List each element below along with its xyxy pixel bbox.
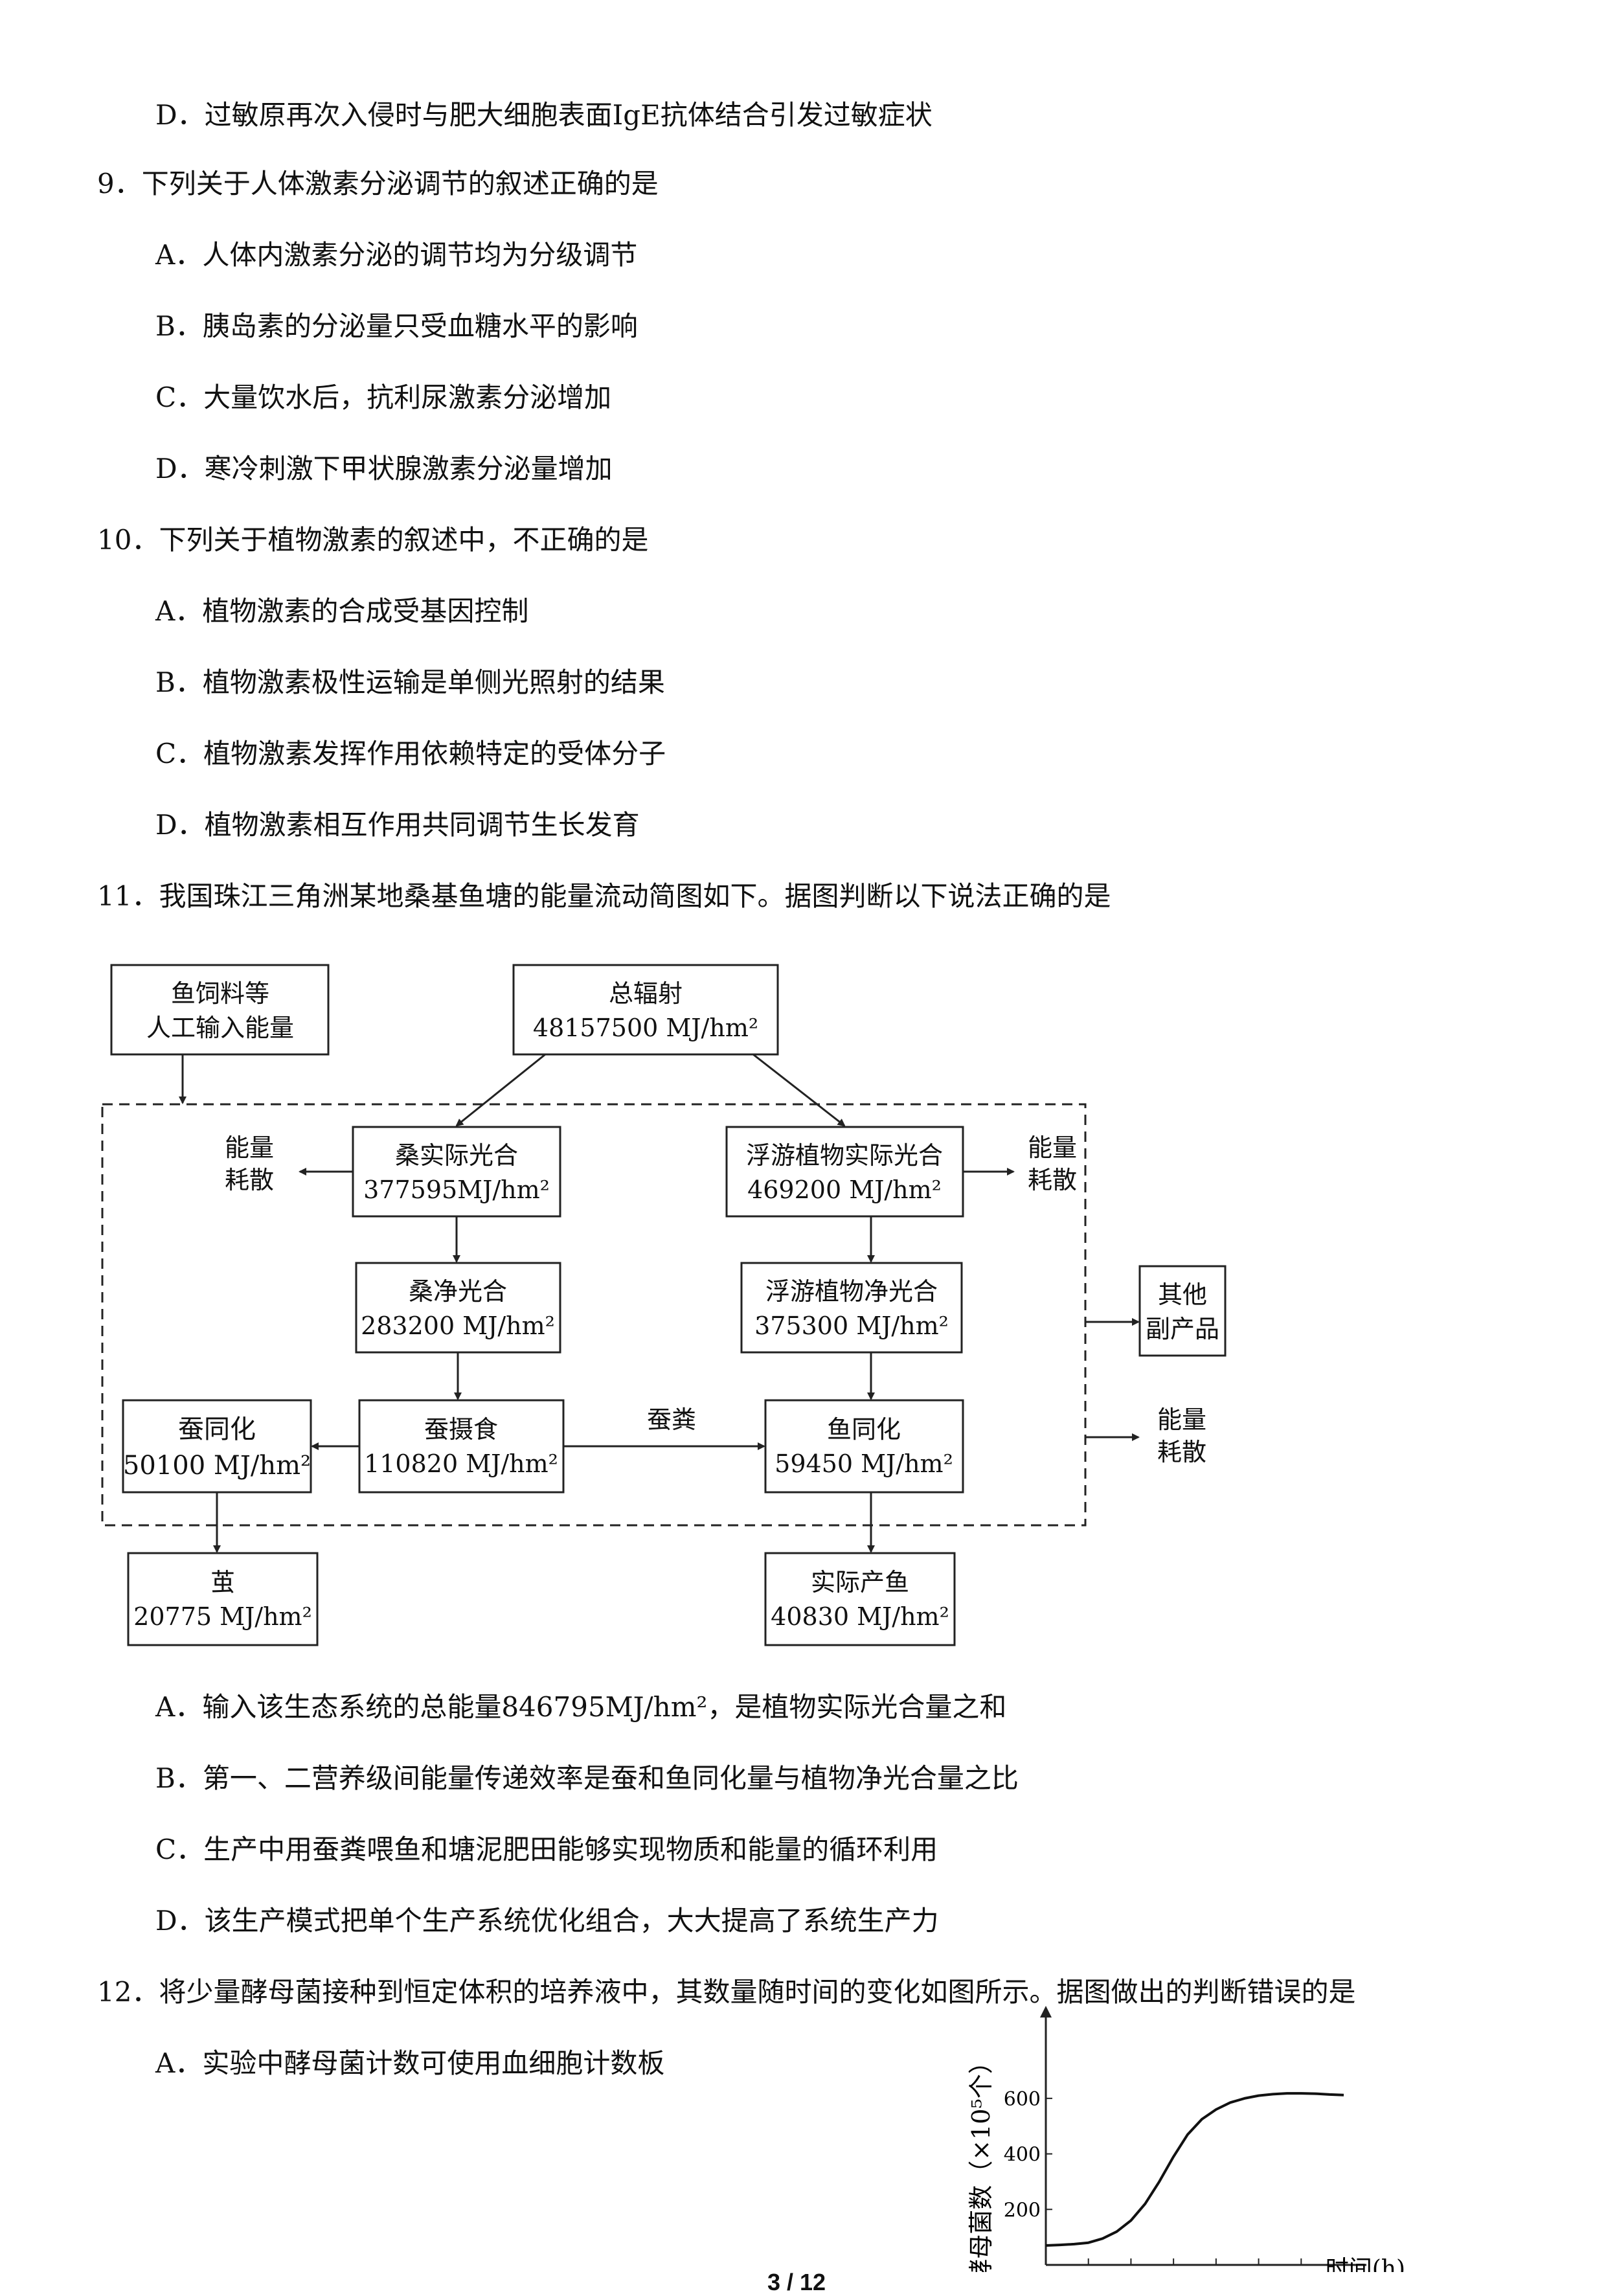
- fish-output-value: 40830 MJ/hm²: [771, 1602, 949, 1631]
- x-tick-label-0: 3: [1081, 2269, 1096, 2272]
- other-products-box: [1138, 1265, 1227, 1357]
- y-tick-label-1: 400: [1004, 2144, 1041, 2166]
- loss-outer-2: 耗散: [1157, 1438, 1206, 1466]
- q12-stem: 12．将少量酵母菌接种到恒定体积的培养液中，其数量随时间的变化如图所示。据图做出…: [97, 1976, 1356, 2008]
- mulberry-net-value: 283200 MJ/hm²: [361, 1312, 555, 1340]
- loss-left-2: 耗散: [225, 1166, 274, 1194]
- silkworm-assim-label: 蚕同化: [178, 1415, 256, 1444]
- x-tick-label-6: 21: [1329, 2269, 1357, 2272]
- silkworm-intake-box: [358, 1399, 565, 1494]
- q9-stem: 9．下列关于人体激素分泌调节的叙述正确的是: [97, 168, 659, 199]
- q12-option-a: A．实验中酵母菌计数可使用血细胞计数板: [155, 2047, 665, 2079]
- q10-option-b: B．植物激素极性运输是单侧光照射的结果: [155, 666, 665, 698]
- other-label-1: 其他: [1158, 1280, 1207, 1309]
- q9-option-a: A．人体内激素分泌的调节均为分级调节: [155, 239, 638, 271]
- fish-output-box: [764, 1552, 956, 1646]
- system-boundary: [101, 1103, 1087, 1527]
- yeast-growth-chart: 200 400 600 3 6 9 12 15 18 21 酵母菌数（×10⁵个） 时间(h): [967, 2006, 1405, 2272]
- cocoon-label: 茧: [210, 1568, 235, 1597]
- mulberry-actual-label: 桑实际光合: [395, 1141, 518, 1170]
- q10-option-a: A．植物激素的合成受基因控制: [155, 595, 529, 627]
- fish-assimilation-box: [764, 1399, 964, 1494]
- fish-output-label: 实际产鱼: [811, 1568, 909, 1597]
- plankton-actual-label: 浮游植物实际光合: [746, 1141, 943, 1170]
- plankton-actual-box: [725, 1126, 964, 1218]
- mulberry-net-box: [355, 1262, 561, 1354]
- plankton-net-box: [740, 1262, 963, 1354]
- plankton-net-label: 浮游植物净光合: [765, 1277, 938, 1306]
- q11-option-c: C．生产中用蚕粪喂鱼和塘泥肥田能够实现物质和能量的循环利用: [155, 1834, 938, 1865]
- silkworm-intake-label: 蚕摄食: [424, 1415, 498, 1444]
- radiation-value: 48157500 MJ/hm²: [533, 1014, 758, 1042]
- mulberry-net-label: 桑净光合: [409, 1277, 507, 1306]
- q8-option-d: D．过敏原再次入侵时与肥大细胞表面IgE抗体结合引发过敏症状: [155, 99, 933, 131]
- feed-label-1: 鱼饲料等: [171, 979, 269, 1008]
- q10-option-d: D．植物激素相互作用共同调节生长发育: [155, 809, 640, 841]
- loss-left-1: 能量: [225, 1133, 274, 1162]
- other-label-2: 副产品: [1146, 1315, 1219, 1343]
- silkworm-intake-value: 110820 MJ/hm²: [364, 1449, 558, 1478]
- q11-option-d: D．该生产模式把单个生产系统优化组合，大大提高了系统生产力: [155, 1905, 939, 1937]
- q9-option-b: B．胰岛素的分泌量只受血糖水平的影响: [155, 310, 638, 342]
- q9-option-c: C．大量饮水后，抗利尿激素分泌增加: [155, 381, 612, 413]
- q10-stem: 10．下列关于植物激素的叙述中，不正确的是: [97, 524, 649, 556]
- x-tick-label-2: 9: [1166, 2269, 1181, 2272]
- fish-assim-value: 59450 MJ/hm²: [775, 1449, 953, 1478]
- q11-stem: 11．我国珠江三角洲某地桑基鱼塘的能量流动简图如下。据图判断以下说法正确的是: [97, 880, 1111, 912]
- fish-assim-label: 鱼同化: [827, 1415, 901, 1444]
- q11-option-a: A．输入该生态系统的总能量846795MJ/hm²，是植物实际光合量之和: [155, 1691, 1007, 1723]
- mulberry-actual-box: [352, 1126, 561, 1218]
- plankton-actual-value: 469200 MJ/hm²: [747, 1176, 942, 1204]
- x-axis-label: 时间(h): [1326, 2256, 1405, 2272]
- page-number: 3 / 12: [767, 2269, 826, 2295]
- cocoon-value: 20775 MJ/hm²: [133, 1602, 312, 1631]
- x-tick-label-4: 15: [1245, 2269, 1272, 2272]
- y-axis-label: 酵母菌数（×10⁵个）: [967, 2049, 995, 2272]
- x-tick-label-5: 18: [1287, 2269, 1315, 2272]
- y-axis-arrowhead: [1040, 2006, 1052, 2018]
- q10-option-c: C．植物激素发挥作用依赖特定的受体分子: [155, 738, 666, 769]
- total-radiation-box: [512, 964, 779, 1056]
- y-tick-label-2: 600: [1004, 2088, 1041, 2111]
- feed-label-2: 人工输入能量: [146, 1014, 294, 1042]
- x-tick-label-1: 6: [1124, 2269, 1138, 2272]
- loss-right-1: 能量: [1028, 1133, 1077, 1162]
- loss-outer-1: 能量: [1157, 1405, 1206, 1434]
- x-tick-label-3: 12: [1202, 2269, 1230, 2272]
- growth-curve: [1045, 2092, 1344, 2247]
- silkworm-feces-label: 蚕粪: [647, 1405, 696, 1434]
- cocoon-box: [127, 1552, 319, 1646]
- q11-option-b: B．第一、二营养级间能量传递效率是蚕和鱼同化量与植物净光合量之比: [155, 1762, 1019, 1794]
- radiation-label: 总辐射: [609, 979, 683, 1008]
- y-tick-label-0: 200: [1004, 2199, 1041, 2222]
- feed-input-box: [110, 964, 330, 1056]
- mulberry-actual-value: 377595MJ/hm²: [363, 1176, 550, 1204]
- silkworm-assim-value: 50100 MJ/hm²: [123, 1451, 311, 1481]
- loss-right-2: 耗散: [1028, 1166, 1077, 1194]
- q9-option-d: D．寒冷刺激下甲状腺激素分泌量增加: [155, 453, 613, 484]
- plankton-net-value: 375300 MJ/hm²: [754, 1312, 949, 1340]
